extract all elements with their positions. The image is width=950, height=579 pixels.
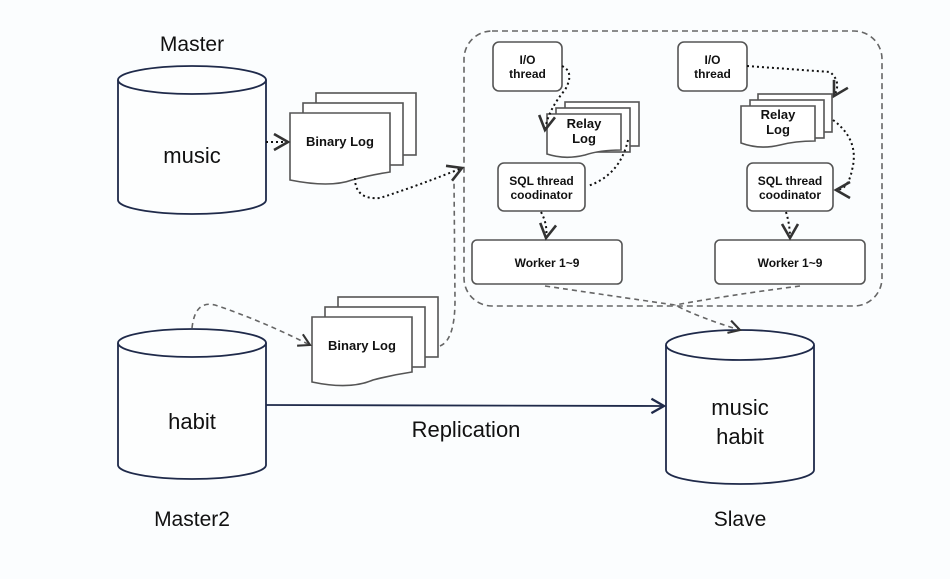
- master2-database-cylinder: [117, 328, 267, 480]
- binary-log-1-shape: [289, 92, 417, 185]
- master2-title: Master2: [154, 508, 230, 531]
- binary-log-2-label: Binary Log: [328, 338, 396, 353]
- io-thread-right-line1: I/O: [704, 53, 721, 67]
- master2-database-name: habit: [168, 409, 216, 434]
- sql-thread-right-line1: SQL thread: [757, 174, 823, 188]
- relay-log-left-shape: [546, 101, 640, 159]
- sql-thread-left-line2: coodinator: [510, 188, 573, 202]
- binary-log-2-shape: [311, 296, 439, 387]
- arrow-io-to-relay-right: [746, 65, 849, 99]
- worker-left-label: Worker 1~9: [514, 256, 580, 270]
- master-database-name: music: [163, 143, 221, 168]
- slave-title: Slave: [713, 508, 767, 531]
- relay-log-left-line1: Relay: [566, 116, 602, 131]
- io-thread-right-line2: thread: [694, 67, 731, 81]
- relay-log-left-line2: Log: [572, 131, 596, 146]
- arrow-workers-to-slave: [544, 285, 743, 334]
- replication-label: Replication: [411, 417, 521, 442]
- arrow-relay-to-sql-right: [832, 119, 855, 200]
- binary-log-1-label: Binary Log: [306, 134, 374, 149]
- replication-arrow: [265, 397, 667, 415]
- master-database-cylinder: [117, 65, 267, 215]
- sql-thread-right-line2: coodinator: [759, 188, 821, 202]
- sql-thread-box-left: [497, 162, 586, 212]
- io-thread-left-line1: I/O: [519, 53, 536, 67]
- slave-database-line1: music: [711, 395, 769, 420]
- arrow-right-worker-to-merge: [674, 285, 801, 306]
- io-thread-left-line2: thread: [509, 67, 546, 81]
- arrow-relay-to-sql-left: [587, 139, 629, 187]
- sql-thread-left-line1: SQL thread: [509, 174, 574, 188]
- sql-thread-box-right: [746, 162, 834, 212]
- relay-log-right-shape: [740, 93, 833, 148]
- arrow-io-to-relay-left: [537, 65, 571, 133]
- relay-log-right-line2: Log: [766, 122, 790, 137]
- master-title: Master: [159, 33, 225, 56]
- arrow-binlog-to-container: [354, 164, 465, 200]
- relay-log-right-line1: Relay: [760, 107, 796, 122]
- slave-database-cylinder: [665, 329, 815, 485]
- arrow-sql-to-worker-right: [780, 211, 800, 241]
- worker-right-label: Worker 1~9: [757, 256, 823, 270]
- arrow-binlog2-to-container: [439, 179, 456, 347]
- arrow-sql-to-worker-left: [539, 211, 558, 241]
- slave-database-line2: habit: [716, 424, 764, 449]
